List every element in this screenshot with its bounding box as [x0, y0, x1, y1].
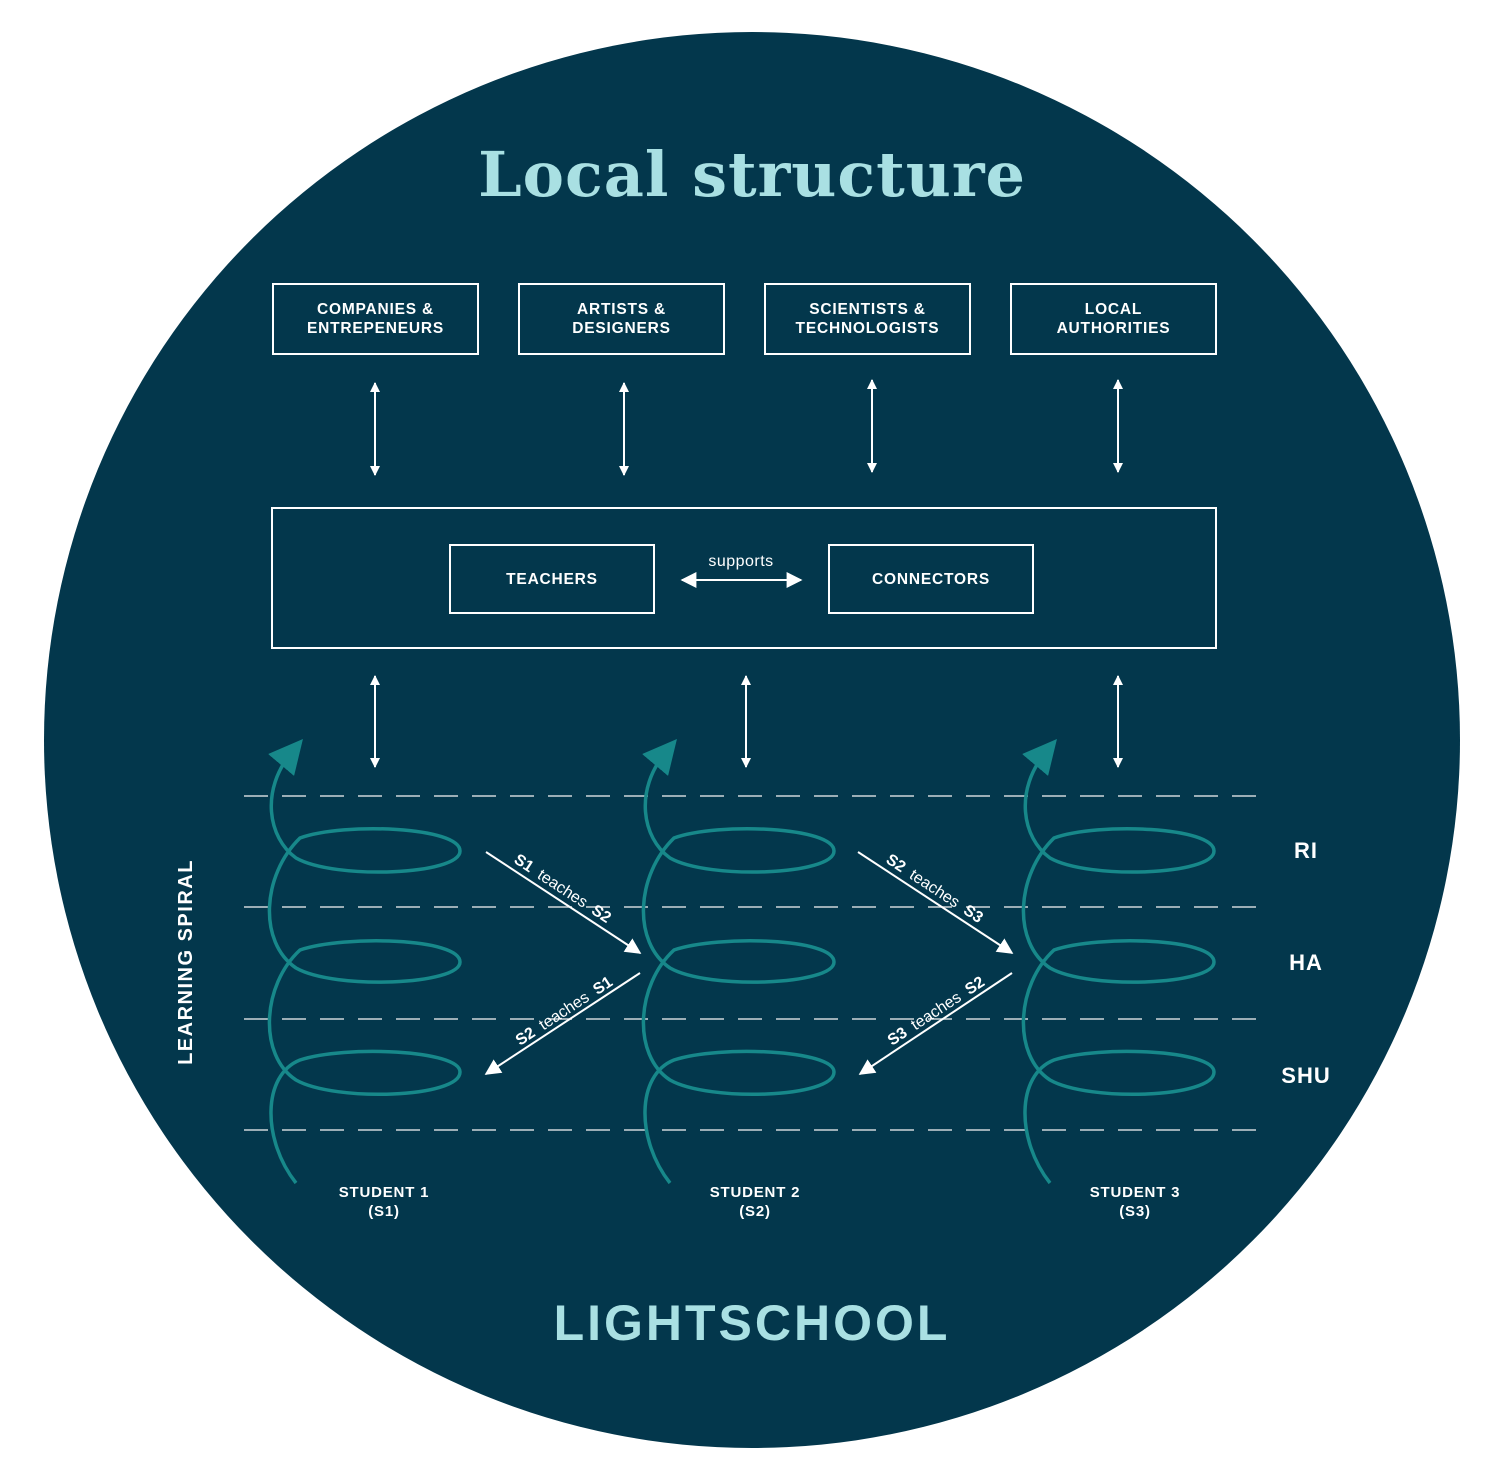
learning-spiral-2	[641, 738, 836, 1185]
connectors-label: CONNECTORS	[872, 571, 990, 588]
top-box-label-2: AUTHORITIES	[1057, 320, 1171, 337]
top-box-label-2: TECHNOLOGISTS	[796, 320, 940, 337]
top-box-companies: COMPANIES & ENTREPENEURS	[272, 283, 479, 355]
teachers-box: TEACHERS	[449, 544, 655, 614]
teachers-label: TEACHERS	[506, 571, 598, 588]
student-code: (S3)	[1119, 1203, 1151, 1220]
level-label-shu: SHU	[1281, 1063, 1330, 1088]
connectors-box: CONNECTORS	[828, 544, 1034, 614]
top-box-label-1: ARTISTS &	[577, 301, 666, 318]
student-code: (S2)	[739, 1203, 771, 1220]
top-box-label-1: LOCAL	[1085, 301, 1142, 318]
top-box-label-1: COMPANIES &	[317, 301, 434, 318]
learning-spiral-1	[267, 738, 462, 1185]
teach-arrow-s3-s2	[858, 972, 1013, 1075]
supports-label: supports	[708, 553, 773, 570]
student-label: STUDENT 3	[1090, 1184, 1181, 1201]
top-box-label-2: DESIGNERS	[572, 320, 671, 337]
student-label: STUDENT 1	[339, 1184, 430, 1201]
top-box-artists: ARTISTS & DESIGNERS	[518, 283, 725, 355]
middle-container	[271, 507, 1217, 649]
teach-arrow-s1-s2	[485, 851, 642, 954]
top-box-label-1: SCIENTISTS &	[809, 301, 925, 318]
top-box-scientists: SCIENTISTS & TECHNOLOGISTS	[764, 283, 971, 355]
page-title: Local structure	[478, 138, 1026, 211]
student-code: (S1)	[368, 1203, 400, 1220]
learning-spiral-label: LEARNING SPIRAL	[175, 859, 197, 1065]
teach-arrow-s2-s1	[484, 972, 641, 1075]
learning-spiral-3	[1021, 738, 1216, 1185]
background-circle	[44, 32, 1460, 1448]
level-label-ha: HA	[1289, 950, 1323, 975]
student-label: STUDENT 2	[710, 1184, 801, 1201]
top-box-authorities: LOCAL AUTHORITIES	[1010, 283, 1217, 355]
footer-title: LIGHTSCHOOL	[554, 1295, 951, 1351]
level-label-ri: RI	[1294, 838, 1318, 863]
top-box-label-2: ENTREPENEURS	[307, 320, 444, 337]
teach-arrow-s2-s3	[857, 851, 1014, 954]
